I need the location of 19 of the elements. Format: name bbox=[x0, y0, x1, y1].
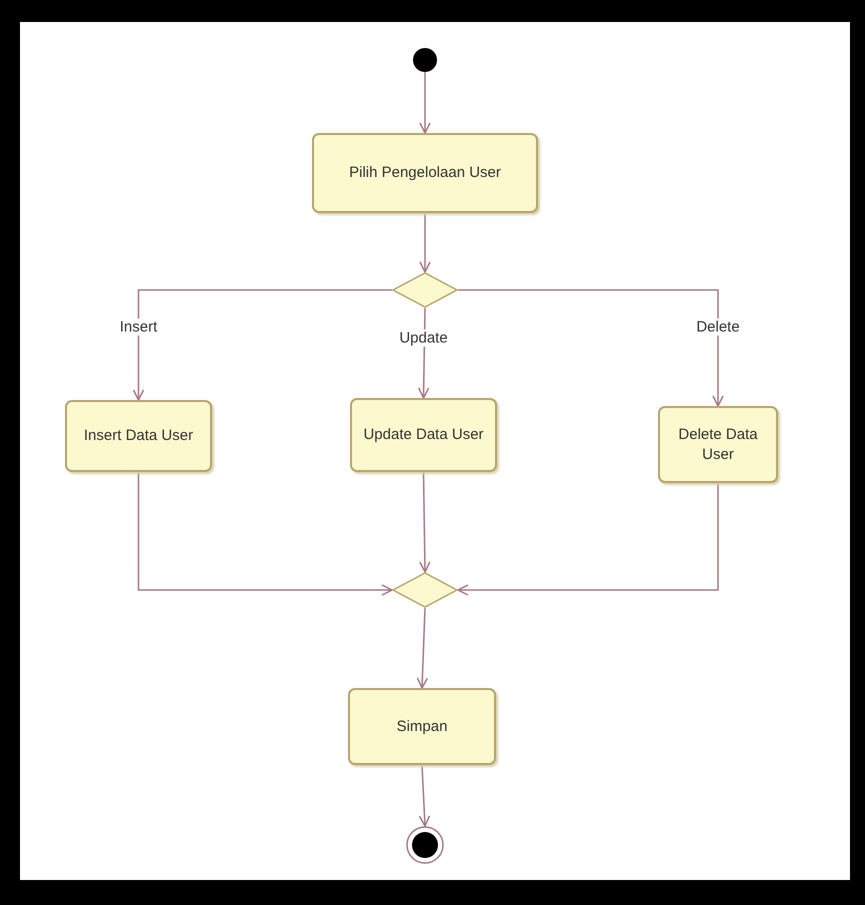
arrow bbox=[457, 483, 719, 596]
action-label: Pilih Pengelolaan User bbox=[349, 163, 501, 183]
action-box bbox=[65, 400, 212, 472]
arrow bbox=[416, 608, 428, 689]
arrow bbox=[132, 289, 392, 401]
arrow bbox=[138, 472, 393, 596]
arrow bbox=[419, 213, 431, 273]
action-label: Update Data User bbox=[363, 425, 484, 445]
action-label: Simpan bbox=[396, 716, 448, 736]
action-label: Delete Data User bbox=[677, 425, 759, 464]
action-box bbox=[312, 133, 538, 213]
action-box bbox=[350, 398, 497, 472]
action-box bbox=[348, 688, 496, 765]
arrow bbox=[418, 764, 430, 827]
action-label: Insert Data User bbox=[84, 426, 194, 446]
arrow bbox=[419, 472, 431, 573]
action-box bbox=[658, 406, 778, 483]
arrow bbox=[419, 72, 431, 134]
arrow bbox=[458, 289, 724, 407]
